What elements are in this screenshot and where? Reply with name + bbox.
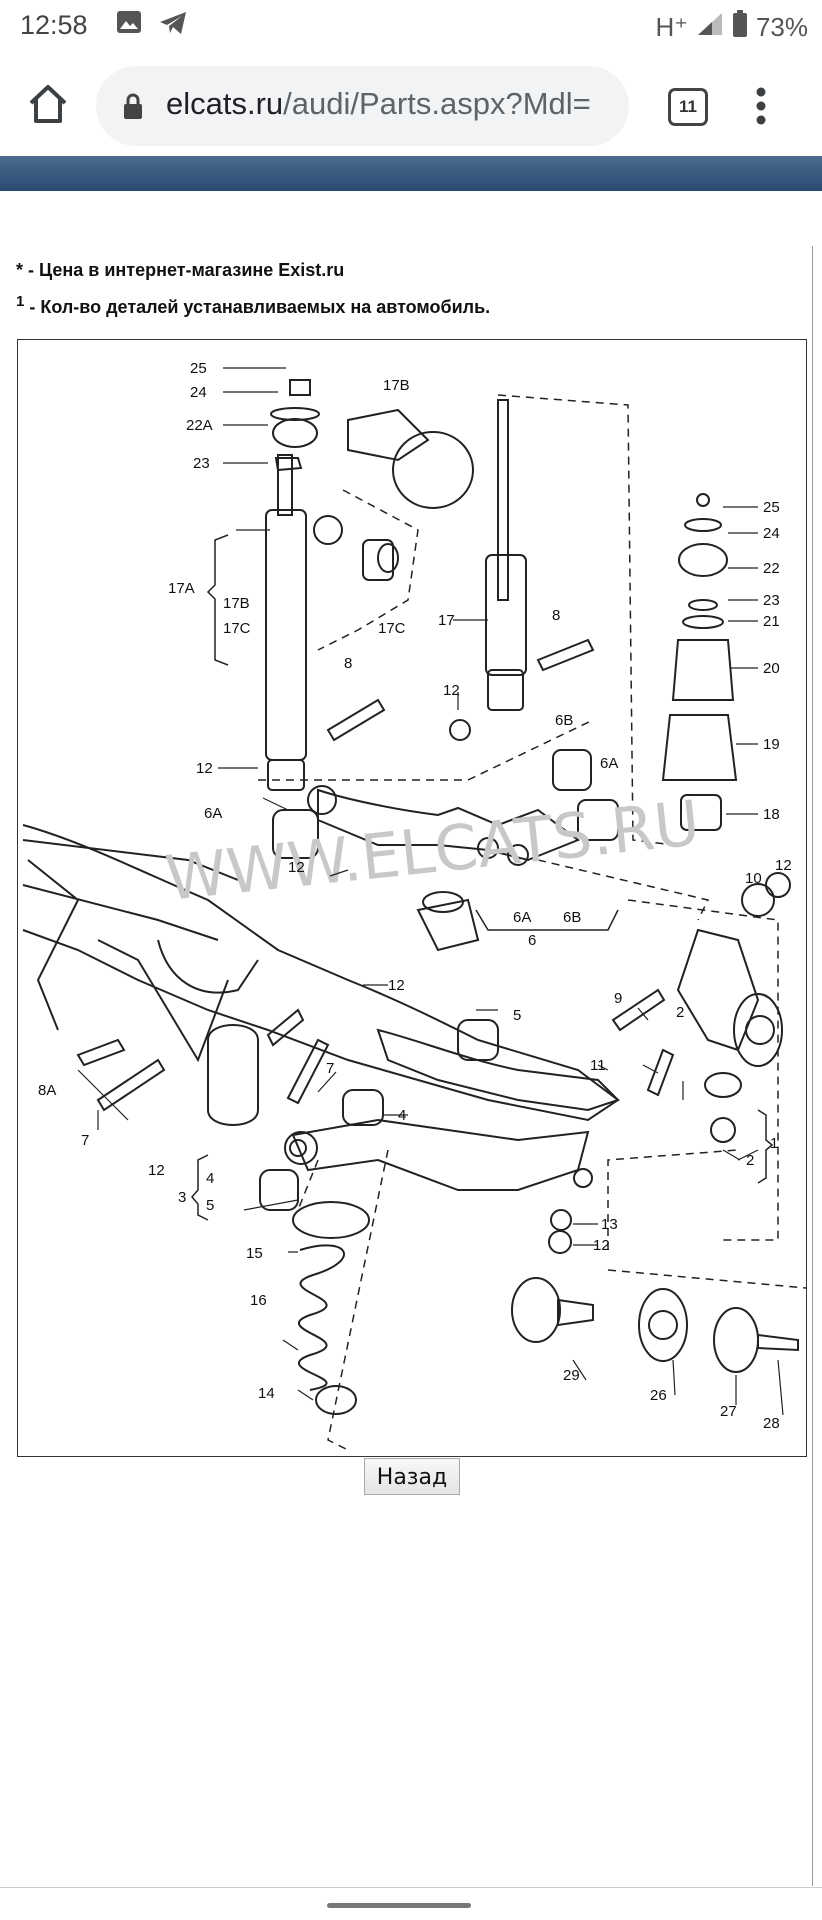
status-bar: 12:58 H⁺ 73% [0,0,822,52]
callout-23-right: 23 [763,592,780,609]
callout-6b-bottom: 6B [563,909,581,926]
callout-5: 5 [513,1007,521,1024]
qty-note-text: - Кол-во деталей устанавливаемых на авто… [24,297,491,317]
callout-8-left: 8 [344,655,352,672]
status-time: 12:58 [20,10,88,40]
network-type: H⁺ [655,12,688,42]
callout-22a: 22A [186,417,213,434]
suspension-exploded-view: WWW.ELCATS.RU 25 24 22A 23 17B 17A 17B 1… [22,360,806,1451]
battery-level: 73% [755,12,808,42]
callout-1: 1 [770,1135,778,1152]
browser-toolbar: elcats.ru/audi/Parts.aspx?Mdl= 11 [0,58,822,154]
callout-6a-bottom: 6A [513,909,531,926]
callout-6b: 6B [555,712,573,729]
image-icon [116,10,142,39]
more-vert-icon [756,87,766,125]
callout-17: 17 [438,612,455,629]
callout-6: 6 [528,932,536,949]
callout-17b: 17B [223,595,250,612]
callout-10: 10 [745,870,762,887]
callout-22: 22 [763,560,780,577]
bushing-17b-drawing [347,408,474,581]
home-button[interactable] [26,82,70,126]
coil-spring-drawing [298,1244,345,1391]
callout-28: 28 [763,1415,780,1432]
callout-16: 16 [250,1292,267,1309]
callout-12-g: 12 [593,1237,610,1254]
callout-23-top: 23 [193,455,210,472]
callout-17a: 17A [168,580,195,597]
callout-6a-left: 6A [204,805,222,822]
callout-24-top: 24 [190,384,207,401]
price-note-text: - Цена в интернет-магазине Exist.ru [23,260,345,280]
home-icon [29,85,67,123]
lower-arm-drawing [291,1118,590,1191]
callout-17b-top: 17B [383,377,410,394]
callout-19: 19 [763,736,780,753]
back-button[interactable]: Назад [364,1458,460,1495]
callout-11: 11 [590,1057,606,1074]
callout-3: 3 [178,1189,186,1206]
address-bar[interactable]: elcats.ru/audi/Parts.aspx?Mdl= [96,66,629,146]
url-text: elcats.ru/audi/Parts.aspx?Mdl= [166,86,591,122]
callout-12-d: 12 [288,859,305,876]
callout-17c-lower: 17C [378,620,406,637]
upper-arm-drawing [317,788,581,862]
hub-carrier-drawing [676,928,783,1143]
callout-7-left: 7 [81,1132,89,1149]
callout-15: 15 [246,1245,263,1262]
callout-6a-right: 6A [600,755,618,772]
site-banner [0,156,822,191]
url-path: /audi/Parts.aspx?Mdl= [283,86,591,121]
callout-12-a: 12 [196,760,213,777]
lock-icon [122,92,144,125]
callout-20: 20 [763,660,780,677]
callout-8-right: 8 [552,607,560,624]
callout-25-right: 25 [763,499,780,516]
callout-2-top: 2 [676,1004,684,1021]
qty-note: 1 - Кол-во деталей устанавливаемых на ав… [16,293,490,318]
battery-icon [732,10,748,45]
strut-mount-drawing [661,493,738,831]
callout-14: 14 [258,1385,275,1402]
menu-button[interactable] [755,86,767,126]
status-right: H⁺ 73% [655,10,808,45]
telegram-icon [158,10,188,41]
price-mark: * [16,260,24,280]
bottom-divider [0,1887,822,1888]
tab-switcher-button[interactable]: 11 [668,88,708,126]
callout-12-c: 12 [775,857,792,874]
shock-17-drawing [449,399,527,741]
callout-24-right: 24 [763,525,780,542]
trailing-link-drawing [376,1028,620,1112]
qty-mark: 1 [16,293,25,310]
callout-5-left: 5 [206,1197,214,1214]
callout-2-bottom: 2 [746,1152,754,1169]
callout-21: 21 [763,613,780,630]
signal-icon [696,11,724,44]
callout-12-b: 12 [443,682,460,699]
callout-8a: 8A [38,1082,56,1099]
callout-4-right: 4 [398,1107,406,1124]
callout-13: 13 [601,1216,618,1233]
side-panel-edge [812,246,822,1886]
callout-7-right: 7 [326,1060,334,1077]
callout-12-f: 12 [148,1162,165,1179]
callout-27: 27 [720,1403,737,1420]
callout-12-e: 12 [388,977,405,994]
callout-25-top: 25 [190,360,207,377]
gesture-nav-handle[interactable] [327,1903,471,1908]
price-note: * - Цена в интернет-магазине Exist.ru [16,260,344,281]
subframe-drawing [22,824,620,1122]
callout-29: 29 [563,1367,580,1384]
callout-26: 26 [650,1387,667,1404]
diagram-watermark: WWW.ELCATS.RU [162,786,703,915]
shock-17a-drawing [265,379,343,791]
parts-diagram: WWW.ELCATS.RU 25 24 22A 23 17B 17A 17B 1… [17,339,807,1457]
callout-9: 9 [614,990,622,1007]
url-host: elcats.ru [166,86,284,121]
callout-18: 18 [763,806,780,823]
callout-4-left: 4 [206,1170,214,1187]
callout-17c: 17C [223,620,251,637]
